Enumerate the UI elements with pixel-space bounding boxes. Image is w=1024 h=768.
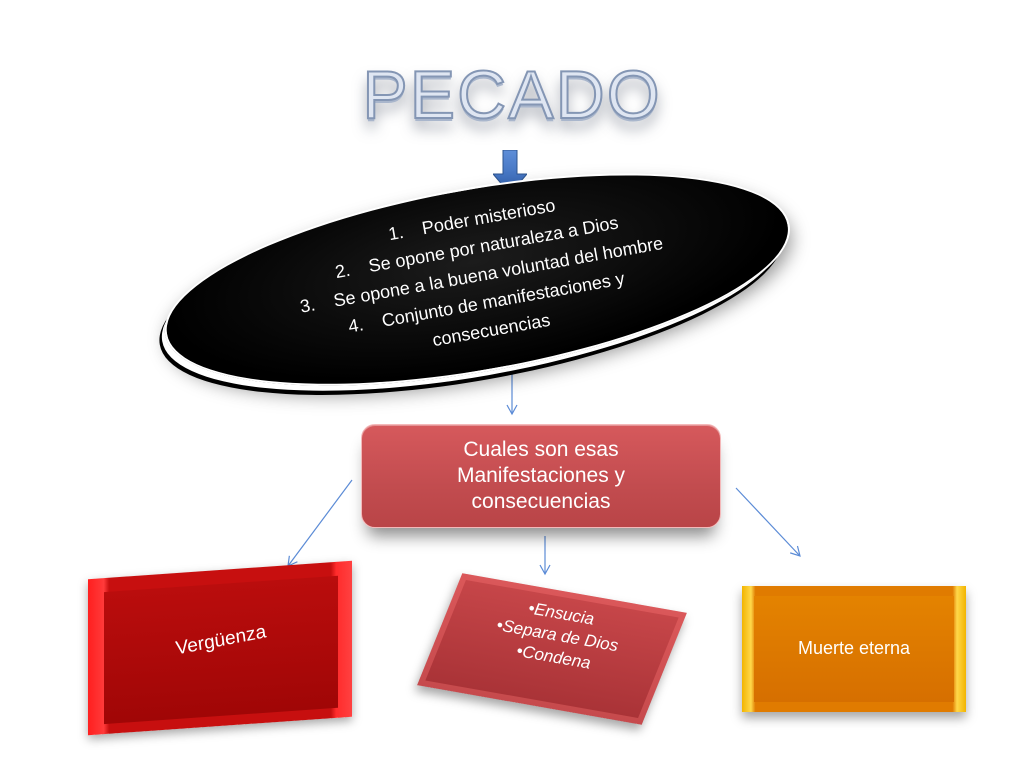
diagram-title: PECADO xyxy=(361,56,662,134)
question-box: Cuales son esas Manifestaciones y consec… xyxy=(361,424,721,528)
question-line: consecuencias xyxy=(471,490,611,513)
connector-box-to-right xyxy=(735,487,801,557)
outcome-box-effects: •Ensucia •Separa de Dios •Condena xyxy=(417,573,687,725)
outcome-box-muerte: Muerte eterna xyxy=(742,586,966,712)
outcome-label: Muerte eterna xyxy=(797,638,911,658)
outcome-box-verguenza: Vergüenza xyxy=(88,560,352,736)
question-line: Cuales son esas xyxy=(463,438,619,461)
question-line: Manifestaciones y xyxy=(456,464,626,487)
connector-box-to-left xyxy=(287,479,353,567)
definition-ellipse: 1.Poder misterioso 2.Se opone por natura… xyxy=(149,133,806,426)
